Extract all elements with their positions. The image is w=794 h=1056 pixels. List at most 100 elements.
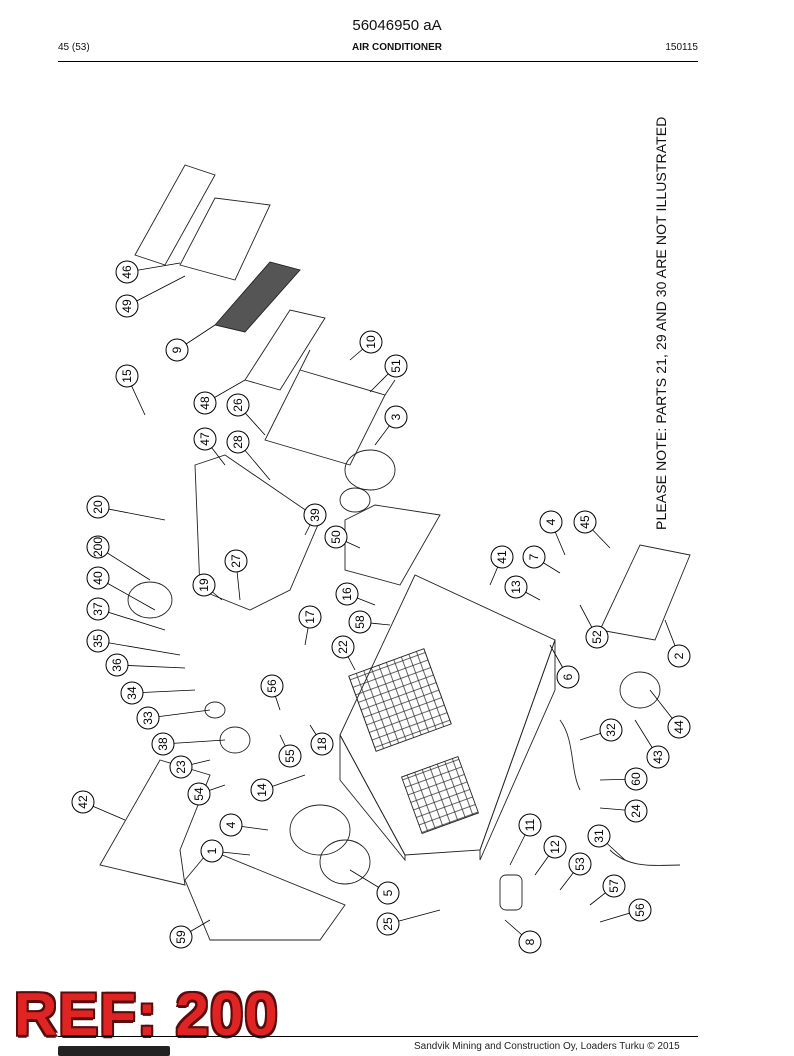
callout-circle — [568, 852, 592, 876]
callout-56: 56 — [599, 898, 652, 923]
condenser-fan — [289, 804, 351, 856]
callout-label: 40 — [91, 571, 105, 585]
callout-circle — [504, 575, 528, 599]
compressor — [127, 581, 173, 619]
callout-label: 36 — [110, 658, 124, 672]
callout-24: 24 — [599, 799, 648, 823]
callout-label: 28 — [231, 435, 245, 449]
callout-22: 22 — [331, 635, 356, 671]
callout-25: 25 — [376, 909, 441, 936]
callout-55: 55 — [278, 734, 302, 768]
callout-circle — [667, 715, 691, 739]
callout-label: 60 — [629, 772, 643, 786]
callout-label: 200 — [91, 537, 105, 557]
callout-4: 4 — [219, 813, 269, 837]
callout-42: 42 — [71, 790, 126, 821]
callout-20: 20 — [86, 495, 166, 521]
callout-circle — [628, 898, 652, 922]
callout-7: 7 — [522, 545, 561, 574]
callout-circle — [599, 718, 623, 742]
callout-circle — [86, 629, 110, 653]
callout-52: 52 — [579, 604, 609, 649]
callout-label: 14 — [255, 783, 269, 797]
callout-17: 17 — [298, 605, 322, 646]
callout-label: 15 — [120, 369, 134, 383]
callout-circle — [260, 674, 284, 698]
callout-circle — [115, 294, 139, 318]
callout-circle — [165, 338, 189, 362]
grille-panel — [134, 164, 216, 266]
callout-label: 44 — [672, 720, 686, 734]
callout-circle — [226, 393, 250, 417]
callout-label: 43 — [651, 750, 665, 764]
condenser-blower — [619, 671, 661, 709]
parts-note: PLEASE NOTE: PARTS 21, 29 AND 30 ARE NOT… — [653, 116, 669, 530]
callout-label: 13 — [509, 580, 523, 594]
callout-circle — [192, 573, 216, 597]
callout-label: 33 — [141, 711, 155, 725]
filter-mesh — [214, 261, 301, 333]
callout-circle — [331, 635, 355, 659]
callout-label: 37 — [91, 602, 105, 616]
callout-circle — [624, 799, 648, 823]
callout-circle — [585, 625, 609, 649]
callout-9: 9 — [165, 324, 216, 362]
callout-label: 58 — [353, 615, 367, 629]
callout-57: 57 — [589, 874, 626, 906]
callout-circle — [310, 732, 334, 756]
callout-label: 54 — [192, 787, 206, 801]
callout-35: 35 — [86, 629, 181, 656]
callout-label: 48 — [198, 396, 212, 410]
callout-27: 27 — [224, 549, 248, 601]
callout-label: 26 — [231, 398, 245, 412]
callout-label: 22 — [336, 640, 350, 654]
callout-circle — [193, 391, 217, 415]
callout-43: 43 — [634, 719, 670, 769]
callout-circle — [376, 881, 400, 905]
callout-circle — [376, 912, 400, 936]
condenser-grille — [184, 849, 346, 941]
callout-label: 4 — [544, 518, 558, 525]
cover-plate — [344, 504, 441, 586]
callout-34: 34 — [120, 681, 196, 705]
front-panel — [99, 759, 211, 886]
callout-39: 39 — [303, 503, 327, 536]
callout-label: 41 — [495, 550, 509, 564]
callout-circle — [335, 582, 359, 606]
callout-label: 56 — [265, 679, 279, 693]
callout-circle — [120, 681, 144, 705]
callout-44: 44 — [649, 689, 691, 739]
footer-rule — [58, 1036, 698, 1037]
callout-label: 51 — [389, 359, 403, 373]
callout-12: 12 — [534, 835, 567, 876]
callout-circle — [115, 364, 139, 388]
callout-circle — [278, 744, 302, 768]
callout-label: 9 — [170, 346, 184, 353]
callout-58: 58 — [348, 610, 391, 634]
callout-circle — [86, 597, 110, 621]
callout-53: 53 — [559, 852, 592, 891]
callout-label: 7 — [527, 553, 541, 560]
callout-label: 18 — [315, 737, 329, 751]
callout-23: 23 — [169, 755, 211, 779]
callout-circle — [200, 839, 224, 863]
callout-label: 2 — [672, 652, 686, 659]
callout-circle — [324, 525, 348, 549]
callout-label: 3 — [389, 413, 403, 420]
callout-label: 23 — [174, 760, 188, 774]
callout-label: 46 — [120, 265, 134, 279]
callout-circle — [556, 665, 580, 689]
callout-circle — [384, 405, 408, 429]
callout-40: 40 — [86, 566, 156, 611]
callout-label: 34 — [125, 686, 139, 700]
callout-circle — [86, 495, 110, 519]
callout-label: 49 — [120, 299, 134, 313]
blower-housing — [344, 449, 396, 491]
callout-28: 28 — [226, 430, 271, 481]
callout-36: 36 — [105, 653, 186, 677]
callout-38: 38 — [151, 732, 226, 756]
callout-label: 20 — [91, 500, 105, 514]
callout-label: 50 — [329, 530, 343, 544]
callout-59: 59 — [169, 919, 211, 949]
